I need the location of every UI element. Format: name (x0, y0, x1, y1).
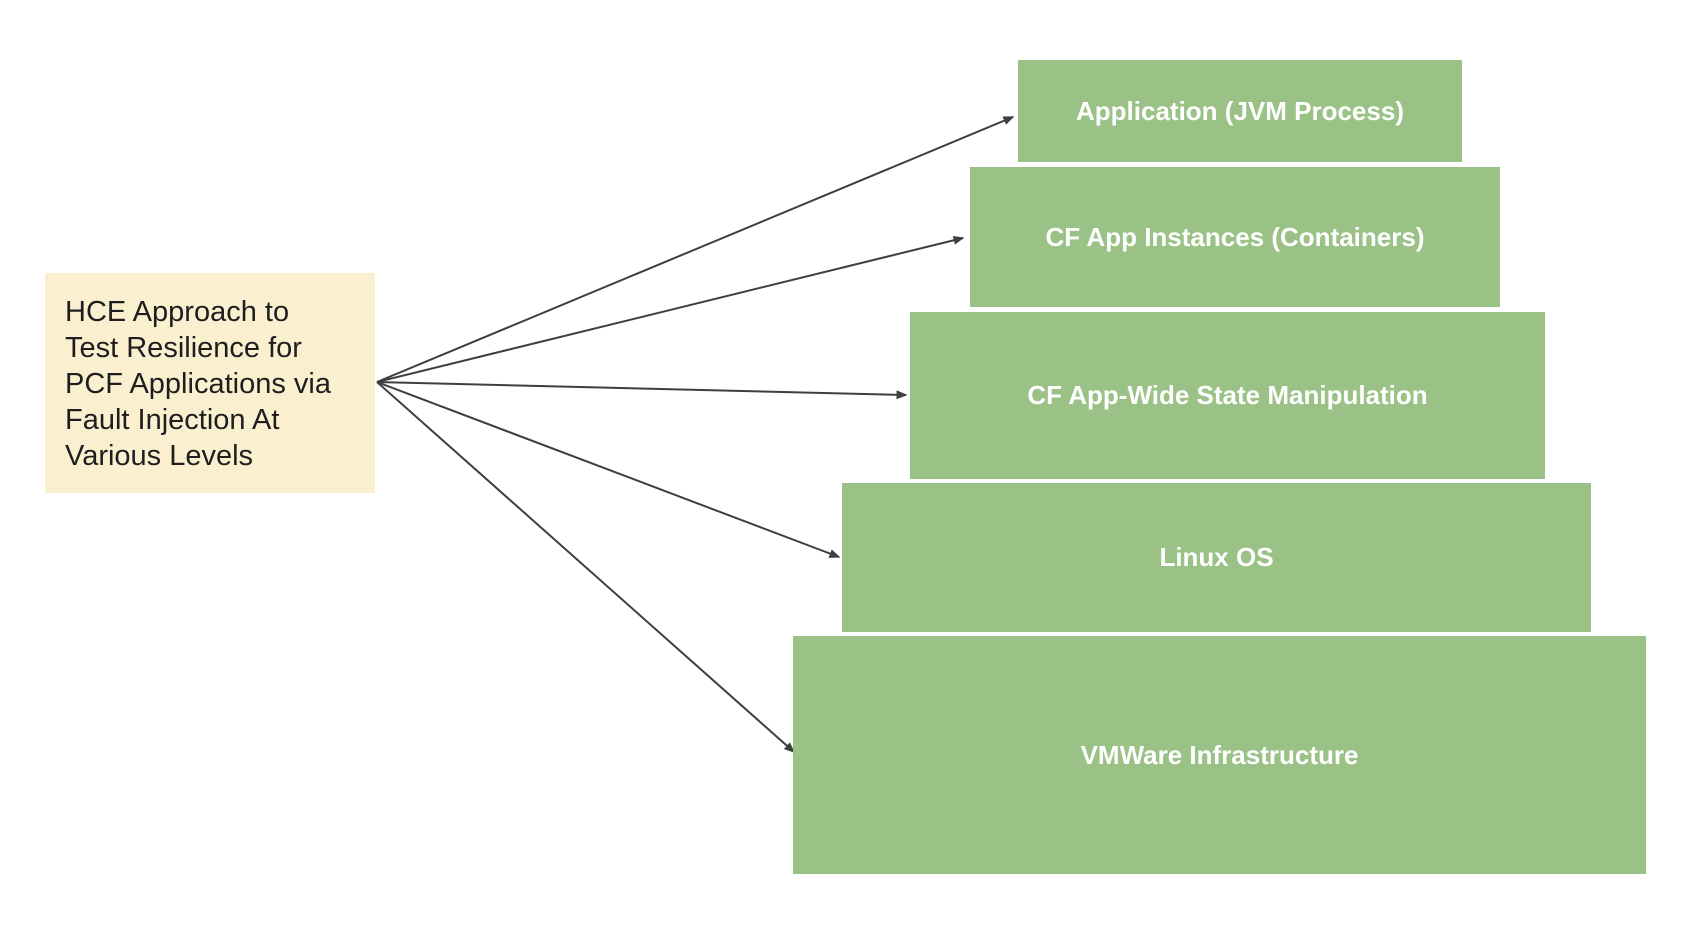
level-box-linux-os: Linux OS (842, 483, 1591, 632)
arrow-to-linux-os (376, 381, 841, 558)
level-label-application: Application (JVM Process) (1076, 95, 1404, 126)
arrow-to-cf-instances (376, 235, 965, 383)
level-box-application: Application (JVM Process) (1018, 60, 1462, 162)
level-label-linux-os: Linux OS (1159, 542, 1274, 572)
level-label-cf-app-wide-state: CF App-Wide State Manipulation (1027, 380, 1428, 410)
arrow-to-vmware (376, 381, 796, 753)
level-label-vmware-infrastructure: VMWare Infrastructure (1080, 739, 1359, 770)
level-box-cf-app-instances: CF App Instances (Containers) (970, 167, 1500, 307)
arrow-to-cf-app-wide (376, 381, 908, 400)
level-box-cf-app-wide-state: CF App-Wide State Manipulation (910, 312, 1545, 479)
level-box-vmware-infrastructure: VMWare Infrastructure (793, 636, 1646, 874)
level-label-cf-app-instances: CF App Instances (Containers) (1045, 221, 1425, 252)
source-note-box: HCE Approach to Test Resilience for PCF … (45, 273, 375, 493)
